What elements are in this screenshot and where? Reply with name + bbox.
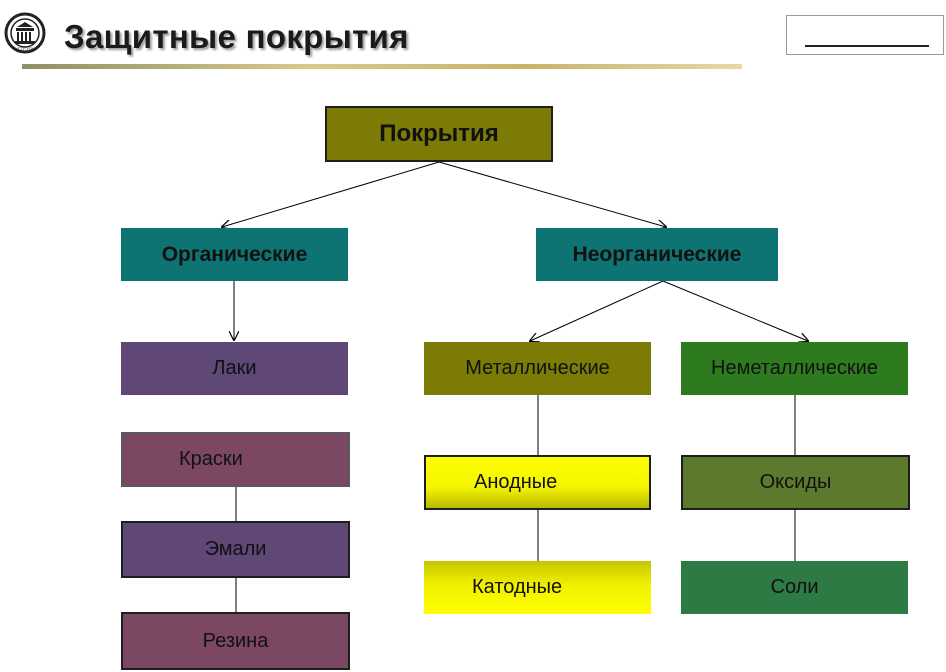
arrow-root-inorganic (438, 161, 666, 227)
node-organic: Органические (121, 228, 348, 281)
arrow-root-organic (222, 161, 440, 227)
arrow-inorganic-metallic (530, 280, 664, 341)
node-nonmetallic: Неметаллические (681, 342, 908, 395)
node-anodnye: Анодные (424, 455, 651, 510)
arrow-inorganic-nonmetallic (662, 280, 808, 341)
node-metallic: Металлические (424, 342, 651, 395)
node-soli: Соли (681, 561, 908, 614)
node-rezina: Резина (121, 612, 350, 670)
node-emali: Эмали (121, 521, 350, 578)
corner-box-line (805, 45, 929, 47)
header-divider (22, 64, 742, 69)
node-root: Покрытия (325, 106, 553, 162)
node-katodnye: Катодные (424, 561, 651, 614)
node-inorganic: Неорганические (536, 228, 778, 281)
node-oksidy: Оксиды (681, 455, 910, 510)
corner-box (786, 15, 944, 55)
page-title: Защитные покрытия (64, 18, 409, 55)
university-logo-icon: УГТУ-УПИ (4, 12, 46, 54)
node-kraski: Краски (121, 432, 350, 487)
node-laki: Лаки (121, 342, 348, 395)
university-logo-text: УГТУ-УПИ (15, 46, 34, 51)
